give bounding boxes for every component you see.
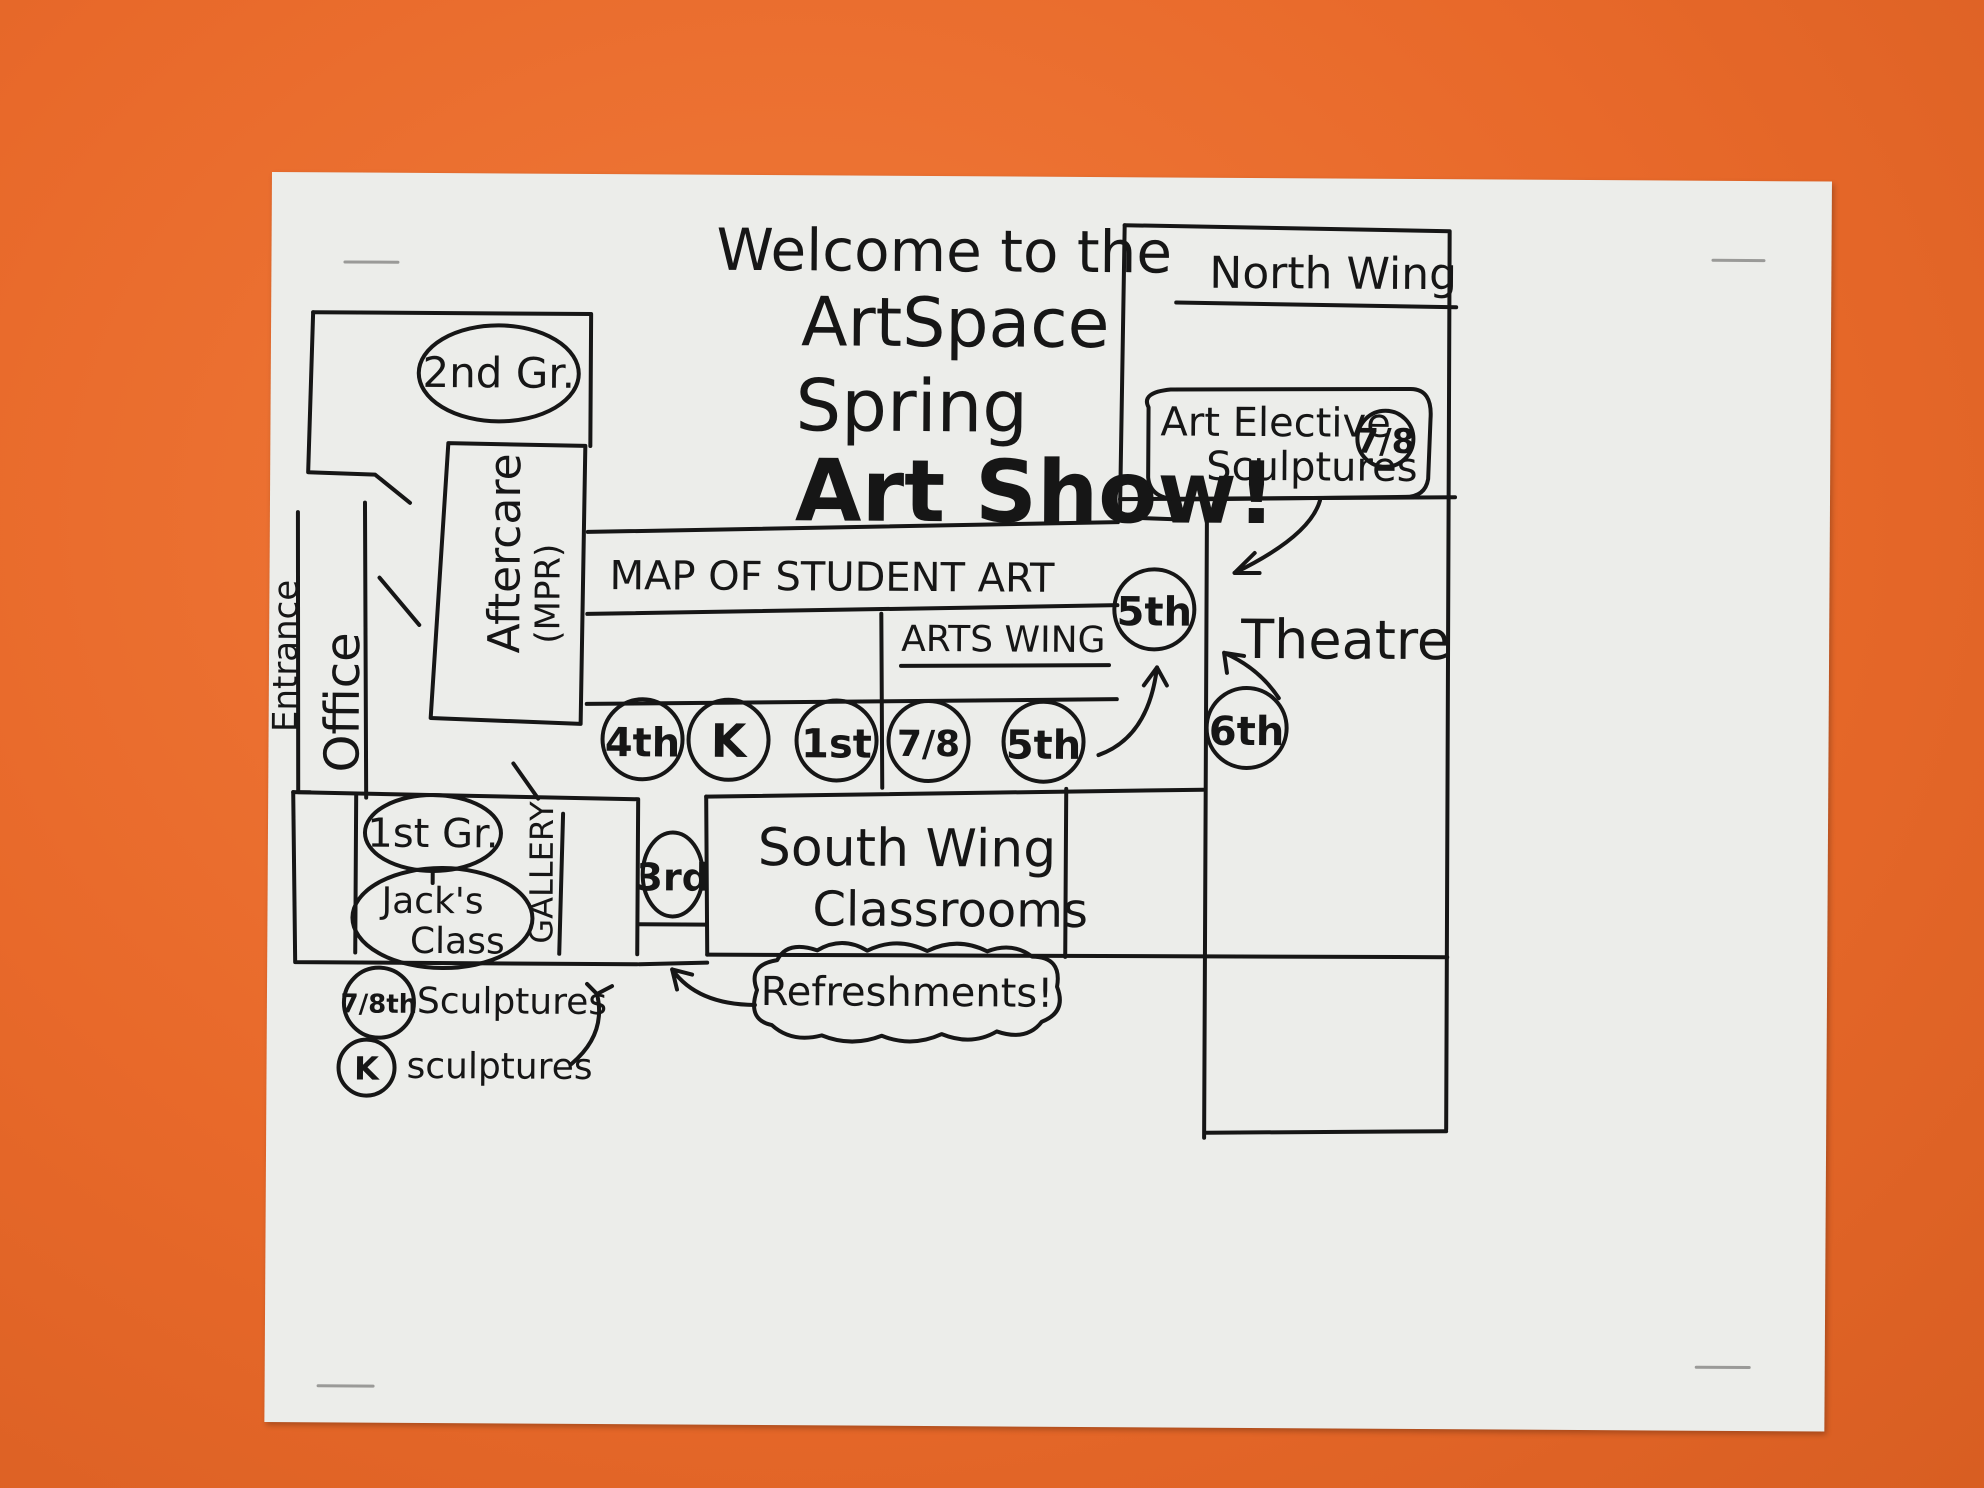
mpr-label: (MPR) [528,544,569,644]
circle-1st: 1st [801,721,872,767]
circle-78-elective: 7/8 [1355,422,1415,462]
office-label: Office [314,632,371,772]
circle-k-bottom: K [354,1050,380,1088]
title-line-1: Welcome to the [716,216,1172,287]
circle-5th-upper: 5th [1116,589,1192,635]
paper-sign: Welcome to the ArtSpace Spring Art Show!… [264,172,1832,1432]
circle-5th-lower: 5th [1006,722,1082,768]
jacks-class-label: Class [410,921,505,963]
circle-78th-bottom: 7/8th [341,989,418,1019]
circle-6th: 6th [1209,709,1285,755]
floor-map: Welcome to the ArtSpace Spring Art Show!… [266,216,1459,1140]
sculptures-k-label: sculptures [406,1046,592,1088]
gallery-label: GALLERY [522,801,561,944]
art-elective-area: Art Elective Sculptures 7/8 [1144,386,1433,576]
sculptures-78-label: Sculptures [417,981,607,1023]
circle-3rd: 3rd [636,855,709,899]
circle-k: K [711,714,749,768]
circle-4th: 4th [605,720,681,766]
entrance-label: Entrance [266,580,307,733]
circle-78: 7/8 [897,724,960,765]
refreshments-label: Refreshments! [761,969,1054,1017]
south-wing-label: South Wing [758,818,1057,880]
classrooms-label: Classrooms [812,881,1088,939]
arts-wing-label: ARTS WING [901,619,1106,661]
title-line-3: Spring [795,363,1028,448]
theatre-label: Theatre [1240,608,1450,672]
art-elective-label: Art Elective [1160,399,1391,446]
jacks-label: Jack's [379,881,483,923]
title-line-2: ArtSpace [801,283,1110,364]
first-grade-label: 1st Gr. [367,811,498,858]
map-heading: MAP OF STUDENT ART [609,553,1055,602]
second-grade-label: 2nd Gr. [422,348,575,398]
aftercare-label: Aftercare [479,453,531,653]
north-wing-label: North Wing [1209,248,1457,301]
north-wing: North Wing [1117,223,1459,1132]
